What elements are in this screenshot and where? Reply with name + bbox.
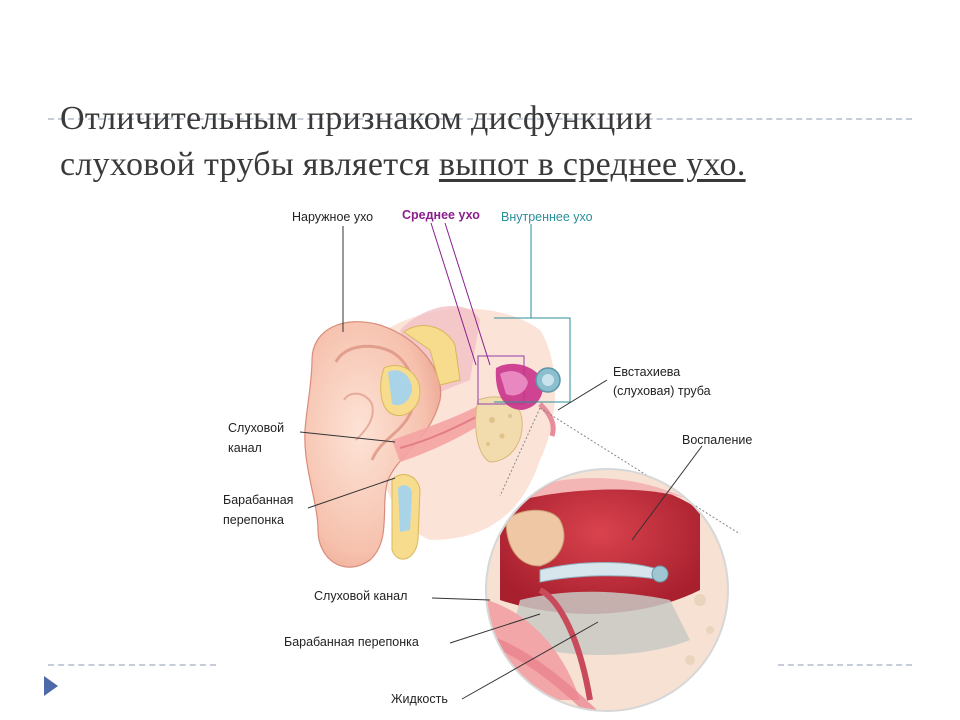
title-line-1: Отличительным признаком дисфункции	[60, 100, 653, 137]
label-ear-canal-2: канал	[228, 441, 262, 455]
label-zoom-ear-canal: Слуховой канал	[314, 589, 408, 603]
label-eardrum-1: Барабанная	[223, 493, 294, 507]
ear-canal	[392, 405, 488, 462]
label-eardrum-2: перепонка	[223, 513, 284, 527]
label-zoom-eardrum: Барабанная перепонка	[284, 635, 419, 649]
middle-inner-ear	[477, 355, 561, 437]
label-outer-ear: Наружное ухо	[292, 210, 374, 224]
label-middle-ear: Среднее ухо	[402, 208, 480, 222]
title-line-2-text: слуховой трубы является	[60, 146, 439, 183]
zoom-circle	[485, 468, 729, 712]
leader-lines	[299, 222, 741, 535]
triangle-right-icon[interactable]	[44, 676, 58, 696]
zoom-leader-lines	[431, 445, 703, 700]
ear-cartilage	[380, 325, 461, 560]
label-inflammation: Воспаление	[682, 433, 753, 447]
title-line-2: слуховой трубы является выпот в среднее …	[60, 142, 920, 188]
bottom-dashed-rule-left	[48, 664, 216, 666]
label-eustachian-tube-1: Евстахиева	[613, 365, 681, 379]
label-ear-canal-1: Слуховой	[228, 421, 285, 435]
label-eustachian-tube-2: (слуховая) труба	[613, 384, 711, 398]
title-underlined-phrase: выпот в среднее ухо.	[438, 146, 746, 183]
label-inner-ear: Внутреннее ухо	[501, 210, 593, 224]
bottom-dashed-rule-right	[778, 664, 912, 666]
label-fluid: Жидкость	[391, 692, 448, 706]
top-dashed-rule	[48, 118, 912, 120]
slide-title: Отличительным признаком дисфункции слухо…	[60, 96, 920, 188]
